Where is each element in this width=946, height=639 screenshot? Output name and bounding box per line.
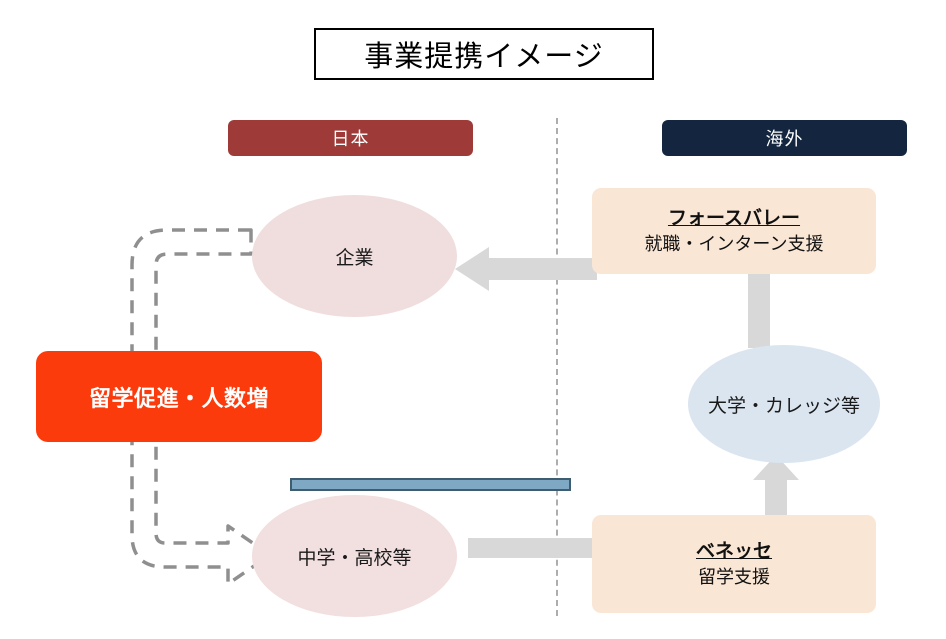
arrow-benesse-to-university (752, 455, 800, 521)
partner-four-valley: フォースバレー 就職・インターン支援 (592, 188, 876, 274)
diagram-title-box: 事業提携イメージ (314, 28, 654, 80)
node-university: 大学・カレッジ等 (688, 345, 880, 463)
japan-overseas-divider (556, 118, 558, 616)
connector-fourvalley-to-university (748, 272, 770, 348)
partner-benesse-description: 留学支援 (698, 566, 770, 587)
region-label-japan-text: 日本 (331, 129, 370, 149)
dashed-loop-arrow-company-to-school (118, 215, 293, 585)
node-company-label: 企業 (335, 247, 374, 269)
highlight-goal-label: 留学促進・人数増 (88, 385, 269, 411)
partner-four-valley-description: 就職・インターン支援 (644, 233, 824, 254)
partner-four-valley-name: フォースバレー (667, 208, 801, 230)
connector-benesse-to-school (468, 538, 594, 558)
partner-benesse-name: ベネッセ (695, 541, 772, 563)
region-label-overseas-text: 海外 (765, 129, 804, 149)
region-label-overseas: 海外 (662, 120, 907, 156)
node-school: 中学・高校等 (252, 495, 457, 617)
arrow-fourvalley-to-company (455, 245, 597, 293)
highlight-goal-box: 留学促進・人数増 (36, 351, 322, 442)
node-university-label: 大学・カレッジ等 (707, 395, 860, 417)
blue-bar-connector (290, 478, 571, 491)
node-company: 企業 (252, 195, 457, 317)
page-title: 事業提携イメージ (364, 41, 604, 73)
node-school-label: 中学・高校等 (297, 547, 412, 569)
region-label-japan: 日本 (228, 120, 473, 156)
partner-benesse: ベネッセ 留学支援 (592, 515, 876, 613)
